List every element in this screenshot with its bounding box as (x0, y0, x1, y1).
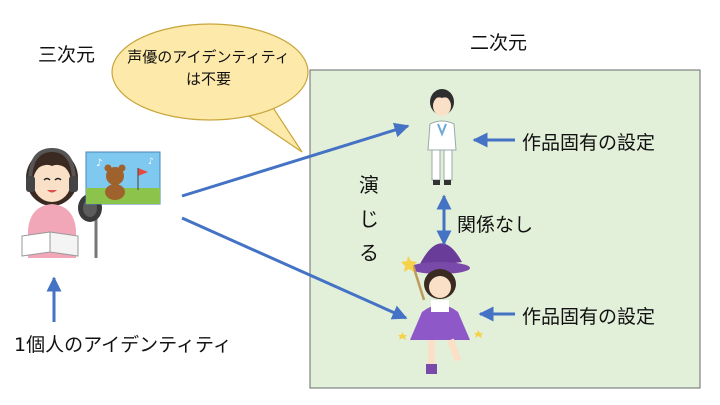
svg-text:♪: ♪ (96, 158, 102, 169)
setting-label-bottom: 作品固有の設定 (522, 306, 656, 328)
witch-girl-icon (398, 243, 483, 374)
virtual-dimension-label: 二次元 (470, 32, 528, 54)
act-arrow-to-witch (181, 216, 408, 320)
setting-label-top: 作品固有の設定 (522, 132, 656, 154)
real-dimension-label: 三次元 (38, 44, 96, 66)
individual-identity-label: 1個人のアイデンティティ (14, 334, 232, 356)
speech-bubble (111, 23, 309, 153)
virtual-world-panel (309, 69, 701, 389)
svg-text:♪: ♪ (148, 157, 154, 167)
acts-label: 演じる (359, 173, 379, 265)
unrelated-label: 関係なし (457, 214, 534, 236)
act-arrow-to-doctor (181, 122, 410, 198)
doctor-icon (427, 89, 457, 185)
bear-picture-book-icon: ♪ ♪ (85, 151, 161, 205)
speech-bubble-text: 声優のアイデンティティは不要 (127, 48, 290, 88)
voice-actor-icon (21, 147, 102, 258)
